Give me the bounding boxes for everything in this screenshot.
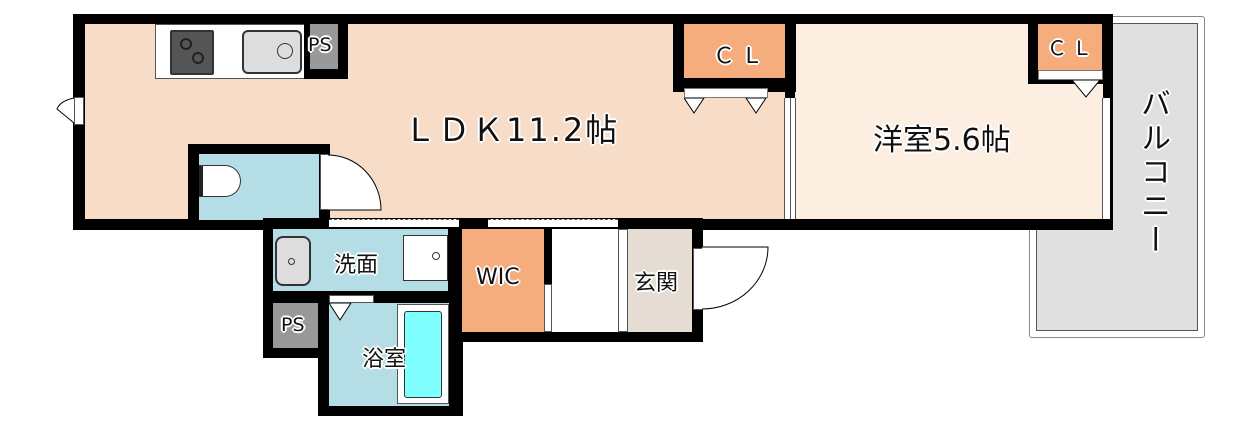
room-entrance: [628, 229, 692, 332]
door-arrow-icon: [684, 98, 767, 114]
stove-icon: [170, 30, 214, 75]
sliding-door-ldk-western[interactable]: [784, 98, 796, 219]
bathroom-door[interactable]: [329, 295, 374, 303]
kitchen-ps: [310, 24, 338, 69]
wic-door[interactable]: [544, 284, 552, 332]
closet-ldk: [684, 24, 785, 78]
sink-icon: [242, 30, 302, 74]
closet-western-door[interactable]: [1038, 70, 1103, 80]
kitchen-ps-label: PS: [308, 34, 332, 56]
bath-ps-label: PS: [281, 314, 305, 336]
window-left[interactable]: [74, 97, 84, 125]
closet-western-label: ＣＬ: [1047, 36, 1097, 60]
hallway: [552, 229, 622, 332]
bathtub-icon: [397, 304, 449, 404]
wic-label: WIC: [476, 265, 520, 290]
bathroom-label: 浴室: [362, 347, 407, 372]
entrance-label: 玄関: [634, 271, 679, 296]
toilet-icon: [199, 165, 241, 197]
sliding-door-hall[interactable]: [488, 219, 618, 227]
window-western[interactable]: [1102, 98, 1110, 219]
washing-machine-icon: [403, 235, 448, 281]
bath-ps: [273, 303, 318, 348]
closet-western: [1038, 24, 1102, 70]
window-arrow-icon: [56, 97, 75, 124]
room-wic: [462, 229, 544, 332]
door-arrow-icon: [329, 303, 352, 321]
closet-ldk-door[interactable]: [684, 88, 768, 98]
sliding-door-washroom[interactable]: [329, 219, 459, 227]
door-swing-icon: [328, 154, 382, 211]
hall-divider: [618, 229, 628, 332]
closet-ldk-label: ＣＬ: [713, 44, 770, 69]
washroom-label: 洗面: [334, 253, 379, 278]
western-room-label: 洋室5.6帖: [873, 123, 1011, 158]
washbasin-icon: [275, 236, 311, 286]
door-swing-icon: [702, 246, 769, 310]
ldk-label: ＬＤＫ11.2帖: [404, 111, 620, 149]
door-arrow-icon: [1071, 80, 1101, 98]
balcony-label: バルコニー: [1135, 88, 1170, 258]
